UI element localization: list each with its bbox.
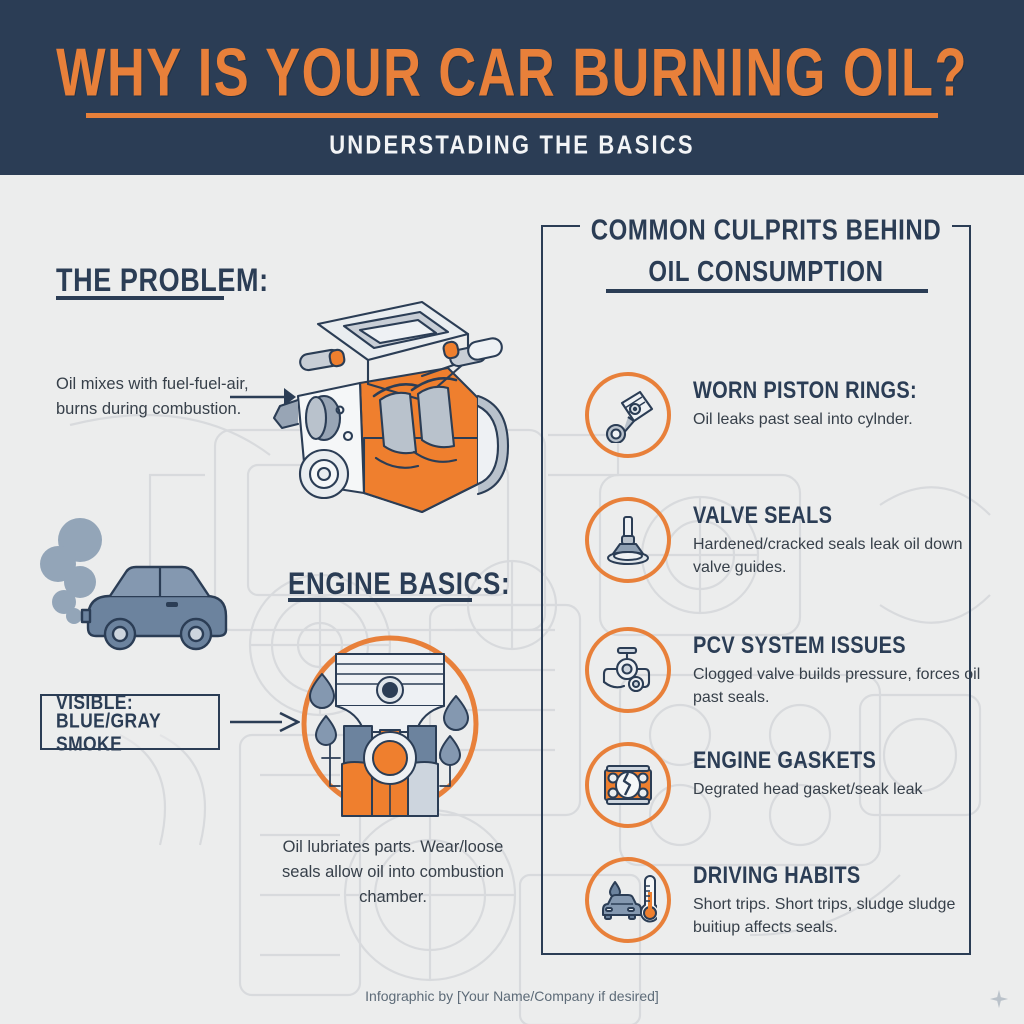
car-thermometer-icon: [602, 875, 657, 923]
culprit-item-pcv-system[interactable]: PCV SYSTEM ISSUES Clogged valve builds p…: [585, 627, 993, 713]
culprit-item-worn-piston-rings[interactable]: WORN PISTON RINGS: Oil leaks past seal i…: [585, 372, 993, 458]
piston-cylinder-diagram: [301, 635, 479, 817]
badge-valve: [585, 497, 671, 583]
piston-icon: [605, 390, 654, 443]
gasket-icon: [604, 765, 652, 805]
page-title: WHY IS YOUR CAR BURNING OIL?: [56, 35, 968, 111]
pcv-valve-icon: [602, 646, 651, 693]
culprit-title: VALVE SEALS: [693, 503, 833, 529]
culprit-text-block: ENGINE GASKETS Degrated head gasket/seak…: [693, 742, 993, 801]
culprit-title: ENGINE GASKETS: [693, 748, 877, 774]
title-divider: [86, 113, 938, 118]
badge-driving-habits: [585, 857, 671, 943]
footer-credit: Infographic by [Your Name/Company if des…: [365, 988, 659, 1004]
badge-gasket: [585, 742, 671, 828]
culprit-description: Hardened/cracked seals leak oil down val…: [693, 536, 963, 576]
problem-heading-underline: [56, 296, 224, 300]
culprits-title-backdrop: [580, 212, 952, 288]
culprit-description: Degrated head gasket/seak leak: [693, 781, 923, 798]
culprit-title: WORN PISTON RINGS:: [693, 378, 917, 404]
culprit-description: Oil leaks past seal into cylnder.: [693, 411, 913, 428]
visible-smoke-callout: VISIBLE: BLUE/GRAY SMOKE: [40, 690, 220, 755]
visible-label-line1: VISIBLE:: [56, 690, 134, 714]
culprit-text-block: VALVE SEALS Hardened/cracked seals leak …: [693, 497, 993, 579]
culprits-title-line1: COMMON CULPRITS BEHIND: [590, 214, 942, 247]
culprit-description: Short trips. Short trips, sludge sludge …: [693, 896, 956, 936]
culprits-panel-title: COMMON CULPRITS BEHIND OIL CONSUMPTION: [566, 210, 966, 293]
culprit-description: Clogged valve builds pressure, forces oi…: [693, 666, 981, 706]
engine-illustration: [272, 300, 510, 514]
corner-sparkle-icon: [989, 989, 1009, 1009]
culprit-item-driving-habits[interactable]: DRIVING HABITS Short trips. Short trips,…: [585, 857, 993, 943]
culprits-title-line2: OIL CONSUMPTION: [648, 256, 884, 288]
culprit-item-valve-seals[interactable]: VALVE SEALS Hardened/cracked seals leak …: [585, 497, 993, 583]
culprit-text-block: DRIVING HABITS Short trips. Short trips,…: [693, 857, 993, 939]
visible-label-line2: BLUE/GRAY SMOKE: [56, 708, 161, 756]
culprits-title-underline: [606, 289, 928, 293]
section-heading-engine-basics: ENGINE BASICS:: [288, 565, 511, 601]
culprit-item-engine-gaskets[interactable]: ENGINE GASKETS Degrated head gasket/seak…: [585, 742, 993, 828]
culprits-panel: [541, 225, 971, 955]
problem-to-engine-arrow: [230, 388, 296, 406]
culprit-text-block: WORN PISTON RINGS: Oil leaks past seal i…: [693, 372, 993, 431]
visible-to-basics-arrow: [230, 711, 300, 733]
culprit-title: DRIVING HABITS: [693, 863, 861, 889]
badge-piston: [585, 372, 671, 458]
page-subtitle: UNDERSTADING THE BASICS: [329, 130, 695, 160]
header-banner: WHY IS YOUR CAR BURNING OIL? UNDERSTADIN…: [0, 0, 1024, 175]
engine-basics-heading-underline: [288, 598, 472, 602]
problem-description: Oil mixes with fuel-fuel-air, burns duri…: [56, 375, 249, 418]
car-with-smoke-illustration: [40, 518, 228, 651]
engine-basics-description: Oil lubriates parts. Wear/loose seals al…: [282, 838, 504, 906]
culprit-title: PCV SYSTEM ISSUES: [693, 633, 906, 659]
valve-icon: [607, 516, 649, 565]
section-heading-problem: THE PROBLEM:: [56, 262, 269, 298]
badge-pcv: [585, 627, 671, 713]
culprit-text-block: PCV SYSTEM ISSUES Clogged valve builds p…: [693, 627, 993, 709]
